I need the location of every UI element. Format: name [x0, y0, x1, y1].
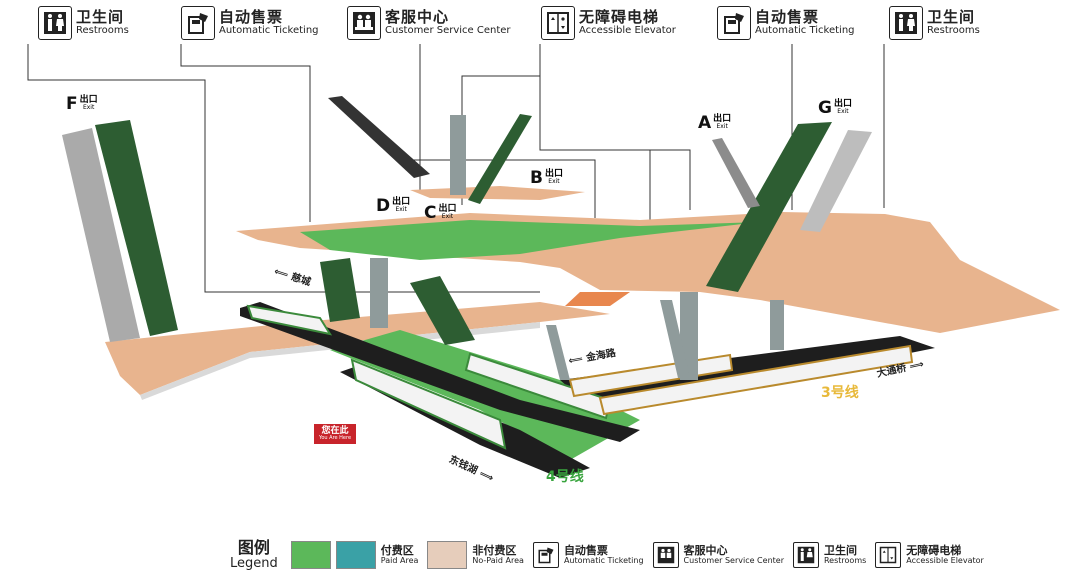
you-are-here-marker: 您在此 You Are Here [314, 424, 356, 444]
accessible-swatch [335, 541, 376, 570]
restroom-icon [38, 6, 72, 40]
exit-letter: C [424, 203, 437, 223]
line4-train-upper [464, 352, 612, 420]
legend-label-en: Automatic Ticketing [563, 555, 644, 565]
legend-label-cn: 无障碍电梯 [906, 544, 962, 558]
sign-label-cn: 自动售票 [755, 7, 820, 26]
escalator-center [320, 258, 475, 345]
line4-label: 4号线 [546, 469, 584, 485]
sign-label-en: Restrooms [76, 24, 129, 36]
exit-en: Exit [716, 123, 728, 130]
exit-cn: 出口 [544, 169, 563, 179]
legend-label-en: No-Paid Area [472, 555, 524, 565]
sign-label-cn: 自动售票 [219, 7, 284, 26]
exit-letter: F [66, 94, 78, 114]
escalator-east [706, 122, 872, 292]
escalator-mezzanine [328, 96, 532, 204]
mezzanine-slab [410, 186, 585, 200]
legend-label-cn: 付费区 [380, 544, 414, 558]
legend-label-en: Paid Area [380, 555, 419, 565]
paid-swatch [290, 541, 331, 570]
sign-label-en: Customer Service Center [385, 24, 511, 36]
sign-label-en: Automatic Ticketing [755, 24, 855, 36]
west-corridor [105, 302, 610, 395]
exit-cn: 出口 [79, 95, 98, 105]
exit-letter: A [698, 113, 712, 133]
exit-en: Exit [548, 178, 560, 185]
escalator-west [62, 120, 178, 342]
concourse-paid-area [300, 220, 760, 260]
exit-en: Exit [395, 206, 407, 213]
exit-letter: B [530, 168, 543, 188]
exit-en: Exit [82, 104, 95, 111]
line3-train [568, 344, 914, 416]
line3-label: 3号线 [821, 385, 859, 401]
legend-label-en: Customer Service Center [683, 555, 784, 565]
escalator-exit-a [712, 138, 760, 208]
legend-label-cn: 卫生间 [823, 544, 857, 558]
exit-cn: 出口 [392, 197, 411, 207]
legend-title-en: Legend [230, 555, 278, 571]
service-center-icon [347, 6, 381, 40]
exit-cn: 出口 [713, 114, 732, 124]
exit-cn: 出口 [438, 204, 457, 214]
you-are-here-en: You Are Here [318, 435, 352, 441]
exit-en: Exit [837, 108, 849, 115]
restroom-icon [792, 542, 819, 569]
nonpaid-swatch [427, 541, 468, 570]
accessible-pad [565, 292, 630, 306]
legend-title-cn: 图例 [237, 538, 270, 557]
sign-label-en: Automatic Ticketing [219, 24, 319, 36]
legend-label-en: Accessible Elevator [906, 555, 984, 565]
sign-label-en: Restrooms [927, 24, 980, 36]
support-columns [370, 115, 784, 380]
ticket-machine-icon [532, 542, 559, 569]
legend-label-cn: 自动售票 [563, 544, 608, 558]
legend-label-cn: 非付费区 [472, 544, 517, 558]
sign-label-cn: 无障碍电梯 [579, 7, 660, 26]
ticket-machine-icon [717, 6, 751, 40]
exit-en: Exit [441, 213, 454, 220]
sign-label-cn: 卫生间 [927, 7, 976, 26]
service-center-icon [652, 542, 679, 569]
sign-label-cn: 客服中心 [385, 7, 450, 26]
legend-label-cn: 客服中心 [683, 544, 728, 558]
legend-label-en: Restrooms [823, 555, 867, 565]
line4-track-bed [240, 302, 640, 442]
exit-letter: G [818, 98, 832, 118]
elevator-icon [875, 542, 902, 569]
ticket-machine-icon [181, 6, 215, 40]
legend-title: 图例 Legend [230, 538, 278, 571]
you-are-here-cn: 您在此 [321, 426, 349, 436]
line4-train [246, 304, 507, 450]
west-corridor-edge [140, 322, 540, 400]
sign-label-en: Accessible Elevator [579, 24, 676, 36]
exit-cn: 出口 [833, 99, 852, 109]
elevator-icon [541, 6, 575, 40]
sign-label-cn: 卫生间 [76, 7, 125, 26]
restroom-icon [889, 6, 923, 40]
exit-letter: D [376, 196, 391, 216]
